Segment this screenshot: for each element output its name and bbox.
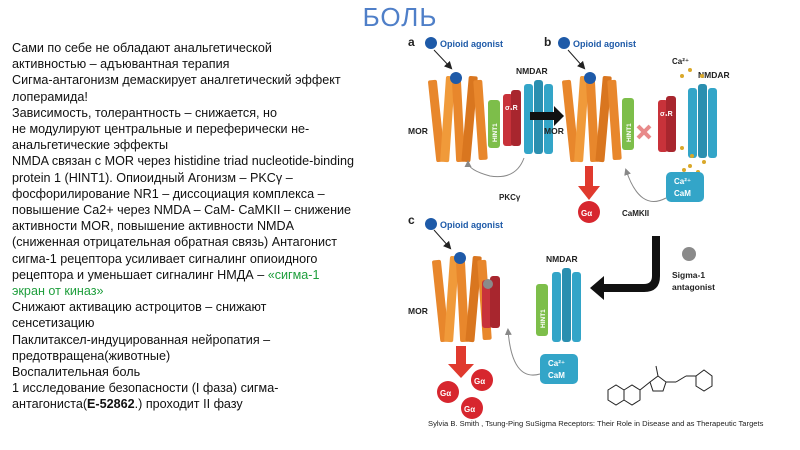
body-line: NMDA связан с MOR через histidine triad … — [12, 154, 354, 169]
figure-caption: Sylvia B. Smith , Tsung-Ping SuSigma Rec… — [428, 419, 764, 428]
sigma1-receptor-a — [503, 90, 521, 146]
agonist-bound-icon — [450, 72, 462, 84]
body-line: (сниженная отрицательная обратная связь)… — [12, 235, 338, 250]
hint1-label: HINT1 — [626, 123, 633, 142]
agonist-bound-icon — [454, 252, 466, 264]
panel-c-label: c — [408, 213, 415, 227]
body-line: активностью – адъювантная терапия — [12, 57, 230, 72]
sigma1-antagonist-label: antagonist — [672, 282, 715, 292]
agonist-binding-arrow — [433, 229, 452, 250]
agonist-binding-arrow — [433, 49, 453, 70]
hint1-protein — [622, 98, 634, 150]
mor-receptor-a — [428, 73, 488, 163]
g-alpha-proteins — [437, 369, 493, 419]
body-line: Сами по себе не обладают анальгетической — [12, 41, 272, 55]
hint1-protein — [488, 100, 500, 148]
molecule-structure — [607, 365, 713, 406]
camkii-arrow — [624, 168, 667, 202]
opioid-agonist-label: Opioid agonist — [573, 39, 636, 49]
ca-cam-complex — [666, 172, 704, 202]
nmdar-receptor-b — [688, 84, 717, 158]
sigma1-antagonist-icon — [682, 247, 696, 261]
g-alpha-label: Gα — [464, 405, 475, 414]
cam-label: CaM — [548, 371, 565, 380]
opioid-agonist-label: Opioid agonist — [440, 39, 503, 49]
agonist-bound-icon — [584, 72, 596, 84]
sigma-highlight-text: «сигма-1 — [267, 267, 320, 282]
ca-cam-complex — [540, 354, 578, 384]
body-line: сигма-1 рецептора усиливает сигналинг оп… — [12, 251, 318, 266]
panel-a-label: a — [408, 35, 415, 49]
hint1-label: HINT1 — [540, 309, 547, 328]
body-line: Зависимость, толерантность – снижается, … — [12, 105, 277, 120]
blocked-cross-icon — [636, 124, 652, 140]
body-line: protein 1 (HINT1). Опиоидный Агонизм – P… — [12, 170, 293, 185]
g-alpha-arrow — [448, 346, 474, 378]
mor-receptor-b — [562, 73, 622, 163]
pkc-label: PKCγ — [499, 193, 521, 202]
sigma1-receptor-b — [658, 96, 676, 152]
g-alpha-label: Gα — [581, 209, 592, 218]
cam-feedback-arrow — [504, 328, 541, 376]
opioid-agonist-icon — [425, 37, 437, 49]
compound-name: E-52862 — [87, 397, 135, 412]
slide-body-text: Сами по себе не обладают анальгетической… — [12, 40, 404, 413]
agonist-binding-arrow — [567, 49, 586, 70]
body-line-text: рецептора и уменьшает сигналинг НМДА – — [12, 267, 265, 282]
ca-label: Ca²⁺ — [548, 359, 565, 368]
camkii-label: CaMKII — [622, 209, 649, 218]
body-line: Сигма-антагонизм демаскирует аналгетичес… — [12, 73, 341, 88]
body-line: не модулируют центральные и переферическ… — [12, 122, 310, 137]
mechanism-figure: a Opioid agonist MOR HINT1 σ₁R NMDAR PKC… — [404, 30, 800, 440]
sigma1-receptor-c — [482, 276, 500, 328]
figure-svg: a Opioid agonist MOR HINT1 σ₁R NMDAR PKC… — [408, 35, 730, 419]
nmdar-label: NMDAR — [516, 66, 548, 76]
g-alpha-protein — [578, 201, 600, 223]
body-line: активности MOR, повышение активности NMD… — [12, 219, 295, 234]
ca-label: Ca²⁺ — [674, 177, 691, 186]
body-line: анальгетические эффекты — [12, 138, 169, 153]
calcium-label: Ca²⁺ — [672, 57, 689, 66]
transition-arrow-ab — [530, 106, 564, 126]
body-line-text: .) проходит II фазу — [134, 397, 243, 412]
opioid-agonist-icon — [425, 218, 437, 230]
sigma-highlight-text: экран от киназ» — [12, 284, 104, 299]
sigma1-label: σ₁R — [660, 111, 673, 118]
mor-label: MOR — [408, 306, 428, 316]
transition-arrow-bc — [590, 236, 660, 300]
body-line: Воспалительная боль — [12, 365, 141, 380]
hint1-label: HINT1 — [492, 123, 499, 142]
nmdar-label: NMDAR — [546, 254, 578, 264]
pkc-feedback-arrow — [464, 157, 525, 178]
panel-b-label: b — [544, 35, 551, 49]
body-line: повышение Ca2+ через NMDA – CaM- CaMKII … — [12, 203, 352, 218]
body-line: фосфорилирование NR1 – диссоциация компл… — [12, 186, 325, 201]
slide-title: БОЛЬ — [362, 2, 438, 32]
body-line: 1 исследование безопасности (I фаза) сиг… — [12, 381, 279, 396]
body-line: лоперамида! — [12, 89, 88, 104]
nmdar-label: NMDAR — [698, 70, 730, 80]
g-alpha-arrow — [578, 166, 600, 200]
hint1-protein — [536, 284, 548, 336]
antagonist-bound-icon — [483, 279, 493, 289]
body-line: Снижают активацию астроцитов – снижают — [12, 300, 267, 315]
body-line: рецептора и уменьшает сигналинг НМДА – «… — [12, 267, 404, 283]
g-alpha-label: Gα — [440, 389, 451, 398]
body-line-text: антагониста( — [12, 397, 88, 412]
cam-label: CaM — [674, 189, 691, 198]
body-line: Паклитаксел-индуцированная нейропатия – — [12, 332, 271, 347]
mor-label: MOR — [408, 126, 428, 136]
body-line: антагониста(E-52862.) проходит II фазу — [12, 396, 404, 412]
opioid-agonist-label: Opioid agonist — [440, 220, 503, 230]
nmdar-receptor-c — [552, 268, 581, 342]
body-line: сенсетизацию — [12, 316, 95, 331]
g-alpha-label: Gα — [474, 377, 485, 386]
sigma1-label: σ₁R — [505, 105, 518, 112]
sigma1-antagonist-label: Sigma-1 — [672, 270, 705, 280]
mor-label: MOR — [544, 126, 564, 136]
opioid-agonist-icon — [558, 37, 570, 49]
body-line: предотвращена(животные) — [12, 348, 171, 363]
